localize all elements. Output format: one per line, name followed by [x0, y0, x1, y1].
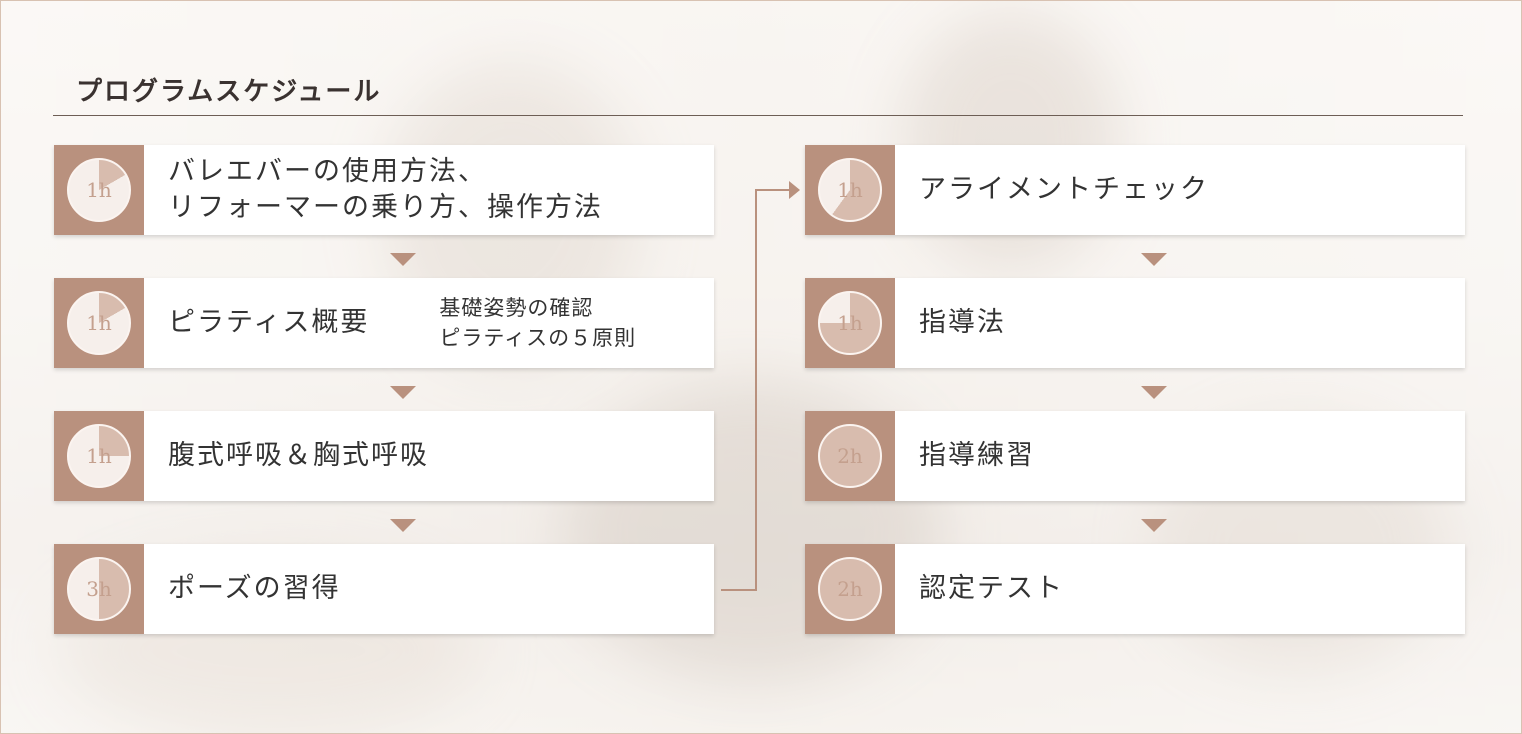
clock-icon: 1h — [67, 158, 131, 222]
schedule-step-4: 3h ポーズの習得 — [54, 544, 714, 634]
arrow-down-icon — [390, 386, 416, 399]
step-title: 腹式呼吸＆胸式呼吸 — [168, 440, 429, 471]
clock-icon: 1h — [818, 158, 882, 222]
arrow-down-icon — [1141, 253, 1167, 266]
duration-label: 1h — [86, 444, 112, 468]
arrow-down-icon — [390, 253, 416, 266]
step-subtitle-line: ピラティスの５原則 — [439, 326, 637, 350]
flow-connector — [755, 189, 757, 591]
clock-icon: 1h — [67, 291, 131, 355]
page-title: プログラムスケジュール — [76, 77, 382, 107]
schedule-step-5: 1h アライメントチェック — [805, 145, 1465, 235]
arrow-down-icon — [1141, 386, 1167, 399]
duration-label: 3h — [86, 577, 112, 601]
step-subtitle: 基礎姿勢の確認 ピラティスの５原則 — [439, 293, 636, 353]
duration-badge: 2h — [805, 411, 895, 501]
flow-connector — [755, 189, 791, 191]
schedule-step-3: 1h 腹式呼吸＆胸式呼吸 — [54, 411, 714, 501]
step-title: ポーズの習得 — [168, 573, 341, 604]
arrow-right-icon — [789, 181, 800, 199]
duration-badge: 1h — [54, 145, 144, 235]
duration-label: 1h — [86, 311, 112, 335]
duration-badge: 3h — [54, 544, 144, 634]
schedule-step-1: 1h バレエバーの使用方法、 リフォーマーの乗り方、操作方法 — [54, 145, 714, 235]
duration-label: 2h — [837, 577, 863, 601]
schedule-step-8: 2h 認定テスト — [805, 544, 1465, 634]
arrow-down-icon — [390, 519, 416, 532]
duration-badge: 1h — [54, 411, 144, 501]
duration-badge: 1h — [805, 278, 895, 368]
duration-badge: 1h — [54, 278, 144, 368]
duration-badge: 2h — [805, 544, 895, 634]
step-title: 指導法 — [919, 307, 1006, 338]
clock-icon: 3h — [67, 557, 131, 621]
step-title: ピラティス概要 — [168, 307, 370, 338]
duration-label: 2h — [837, 444, 863, 468]
duration-label: 1h — [837, 178, 863, 202]
flow-connector — [721, 589, 757, 591]
step-title-line: バレエバーの使用方法、 — [168, 156, 487, 187]
schedule-step-7: 2h 指導練習 — [805, 411, 1465, 501]
duration-label: 1h — [86, 178, 112, 202]
duration-label: 1h — [837, 311, 863, 335]
step-title: 指導練習 — [919, 440, 1035, 471]
schedule-step-2: 1h ピラティス概要 基礎姿勢の確認 ピラティスの５原則 — [54, 278, 714, 368]
schedule-step-6: 1h 指導法 — [805, 278, 1465, 368]
clock-icon: 1h — [818, 291, 882, 355]
step-title: 認定テスト — [919, 573, 1064, 604]
step-title: バレエバーの使用方法、 リフォーマーの乗り方、操作方法 — [168, 154, 603, 226]
clock-icon: 2h — [818, 424, 882, 488]
arrow-down-icon — [1141, 519, 1167, 532]
clock-icon: 1h — [67, 424, 131, 488]
duration-badge: 1h — [805, 145, 895, 235]
step-subtitle-line: 基礎姿勢の確認 — [439, 296, 594, 320]
clock-icon: 2h — [818, 557, 882, 621]
step-title: アライメントチェック — [919, 174, 1209, 205]
step-title-line: リフォーマーの乗り方、操作方法 — [168, 192, 603, 223]
title-divider — [53, 115, 1463, 116]
